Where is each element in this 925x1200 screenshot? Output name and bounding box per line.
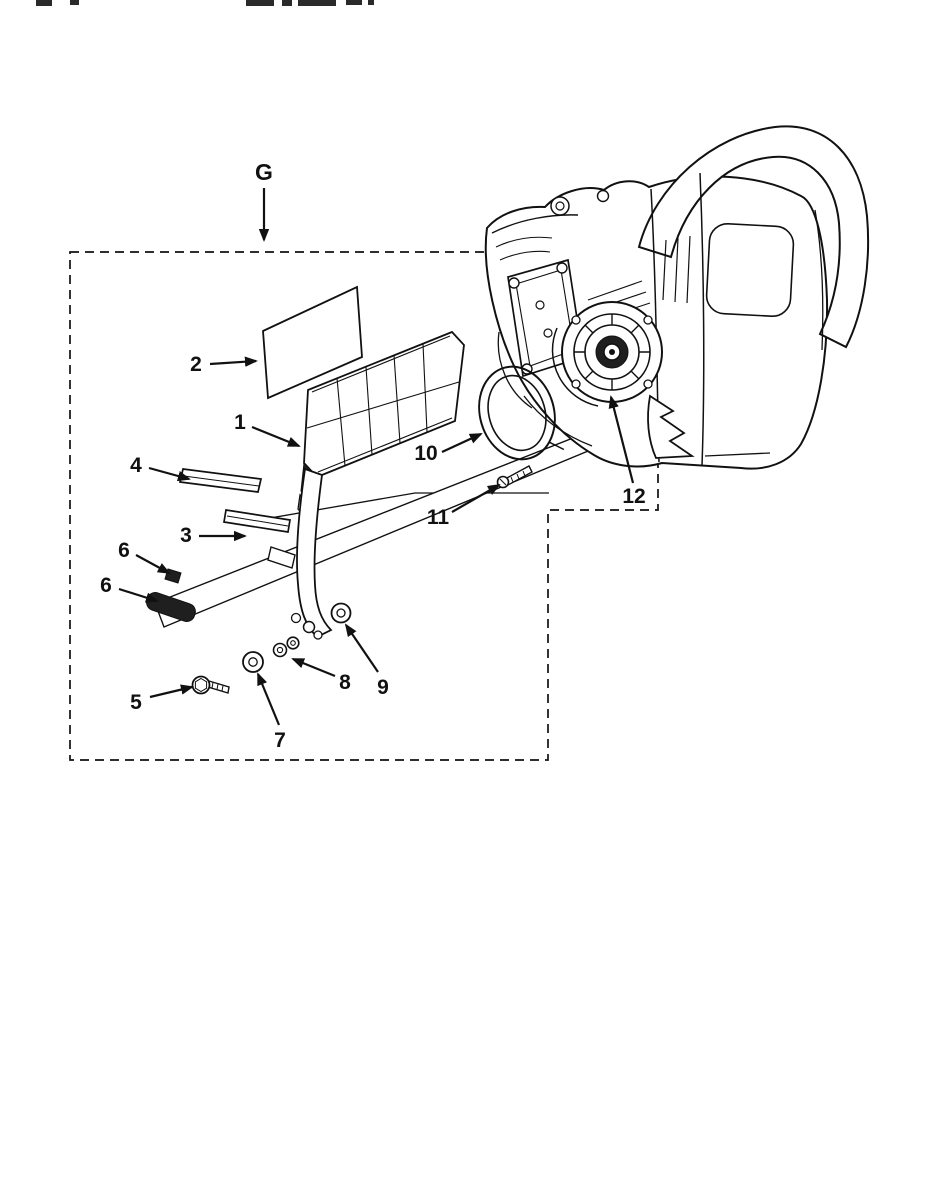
callout-arrow-8 <box>291 657 336 678</box>
callout-label-9: 9 <box>377 676 389 699</box>
callout-label-8: 8 <box>339 671 351 694</box>
part-1-hand-guard <box>267 330 465 640</box>
part-11-screw <box>496 465 533 489</box>
callout-arrow-1 <box>251 425 301 448</box>
brake-lever-arm <box>296 467 333 639</box>
callout-arrow-5 <box>149 684 194 699</box>
callout-label-1: 1 <box>234 411 246 434</box>
front-shroud-details <box>491 189 610 261</box>
callout-label-2: 2 <box>190 353 202 376</box>
part-7-washer <box>242 651 264 673</box>
part-12-clutch-assembly <box>551 301 663 407</box>
callout-arrow-2 <box>209 356 258 367</box>
part-9-washer <box>330 602 352 624</box>
lever-clip <box>267 546 296 569</box>
callout-arrows <box>118 188 635 726</box>
callout-label-3: 3 <box>180 524 192 547</box>
callout-arrow-9 <box>344 623 379 673</box>
part-5-screw <box>191 675 230 695</box>
part-10-ring <box>478 365 565 461</box>
cropped-page-header-fragments <box>36 0 374 6</box>
part-4-bar <box>178 468 263 493</box>
lever-pivot-holes <box>290 612 323 640</box>
chainsaw-powerhead <box>484 125 870 470</box>
hand-guard-grid <box>306 335 460 473</box>
part-2-cover-plate <box>262 285 363 400</box>
callout-arrow-11 <box>451 484 501 513</box>
callout-arrow-6a <box>135 554 171 574</box>
callout-arrow-6b <box>118 587 159 603</box>
callout-label-7: 7 <box>274 729 286 752</box>
callout-label-6a: 6 <box>118 539 130 562</box>
callout-label-10: 10 <box>414 442 437 465</box>
callout-label-12: 12 <box>622 485 645 508</box>
callout-arrow-4 <box>148 466 191 482</box>
callout-label-5: 5 <box>130 691 142 714</box>
callout-arrow-7 <box>256 672 281 726</box>
callout-arrow-10 <box>441 433 483 453</box>
spiked-bumper <box>647 394 695 459</box>
part-8-washers <box>272 636 300 658</box>
rear-handle <box>637 125 870 349</box>
group-label-G: G <box>255 159 273 185</box>
callout-label-11: 11 <box>427 506 450 529</box>
callout-label-4: 4 <box>130 454 142 477</box>
part-3-bar <box>223 509 291 533</box>
callout-arrow-12 <box>608 395 635 484</box>
callout-label-6b: 6 <box>100 574 112 597</box>
